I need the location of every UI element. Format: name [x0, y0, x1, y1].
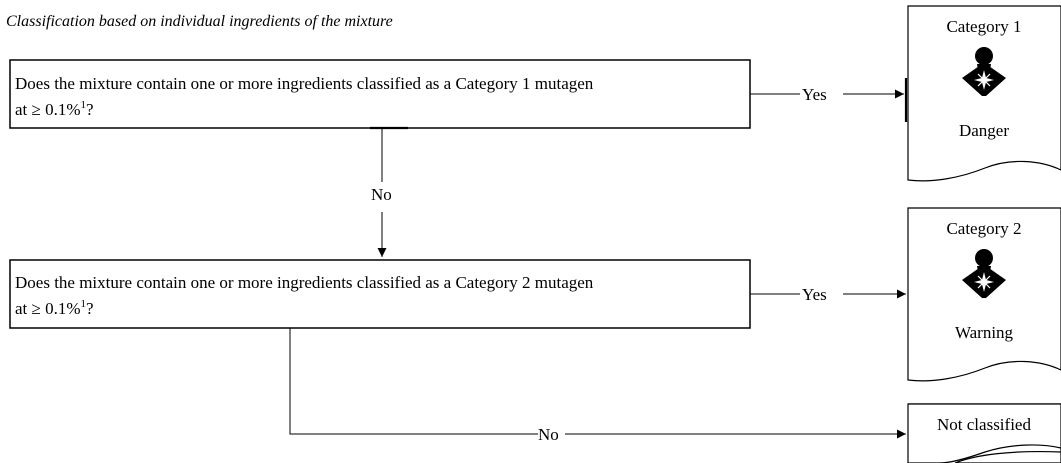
result-not-classified-title: Not classified	[937, 415, 1031, 434]
q1-yes-label: Yes	[802, 85, 827, 104]
question-1-line-2: at ≥ 0.1%1?	[15, 99, 94, 119]
q2-no-connector	[289, 328, 538, 435]
question-box-1	[9, 59, 751, 129]
result-category-2-signal: Warning	[955, 323, 1014, 342]
question-box-2	[9, 259, 751, 329]
q1-no-label: No	[371, 185, 392, 204]
diagram-heading: Classification based on individual ingre…	[6, 13, 393, 30]
q2-no-label: No	[538, 425, 559, 444]
q2-yes-label: Yes	[802, 285, 827, 304]
question-2-line-2: at ≥ 0.1%1?	[15, 298, 94, 318]
result-category-1-title: Category 1	[946, 17, 1021, 36]
question-1-line-1: Does the mixture contain one or more ing…	[15, 74, 594, 93]
question-2-line-1: Does the mixture contain one or more ing…	[15, 273, 594, 292]
result-category-1-signal: Danger	[959, 121, 1009, 140]
result-category-2-title: Category 2	[946, 219, 1021, 238]
